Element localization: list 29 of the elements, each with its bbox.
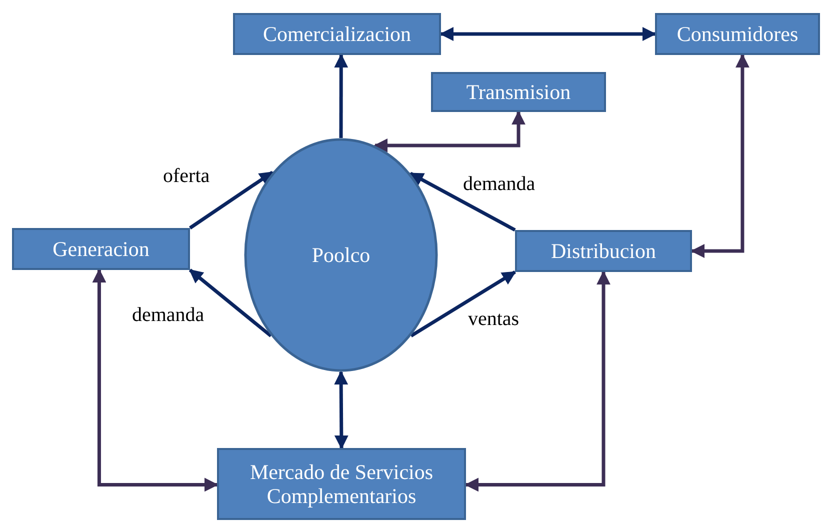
edge-label: demanda <box>132 304 204 327</box>
process-box <box>515 230 692 272</box>
arrow <box>188 268 272 338</box>
node-label: Generacion <box>52 236 150 262</box>
ellipse-node <box>244 138 438 372</box>
arrow <box>92 268 218 492</box>
node-label: Mercado de Servicios Complementarios <box>248 460 434 508</box>
arrow <box>334 54 348 138</box>
arrow <box>410 270 516 338</box>
arrow <box>334 370 348 450</box>
arrow <box>690 54 750 258</box>
node-label: Consumidores <box>676 22 798 46</box>
node-label: Transmision <box>466 80 571 104</box>
arrow <box>374 110 526 152</box>
arrow <box>464 270 610 492</box>
process-box <box>12 228 190 270</box>
process-box <box>217 448 466 520</box>
process-box <box>431 72 606 112</box>
process-box <box>655 13 820 55</box>
edge-label: ventas <box>468 308 520 331</box>
edge-label: oferta <box>163 165 210 188</box>
arrow <box>189 170 274 230</box>
arrow <box>409 172 516 232</box>
node-label: Poolco <box>312 242 370 268</box>
process-box <box>233 13 441 55</box>
arrow <box>440 27 656 41</box>
node-label: Comercializacion <box>262 22 412 46</box>
node-label: Distribucion <box>551 238 656 264</box>
edge-label: demanda <box>463 173 536 196</box>
